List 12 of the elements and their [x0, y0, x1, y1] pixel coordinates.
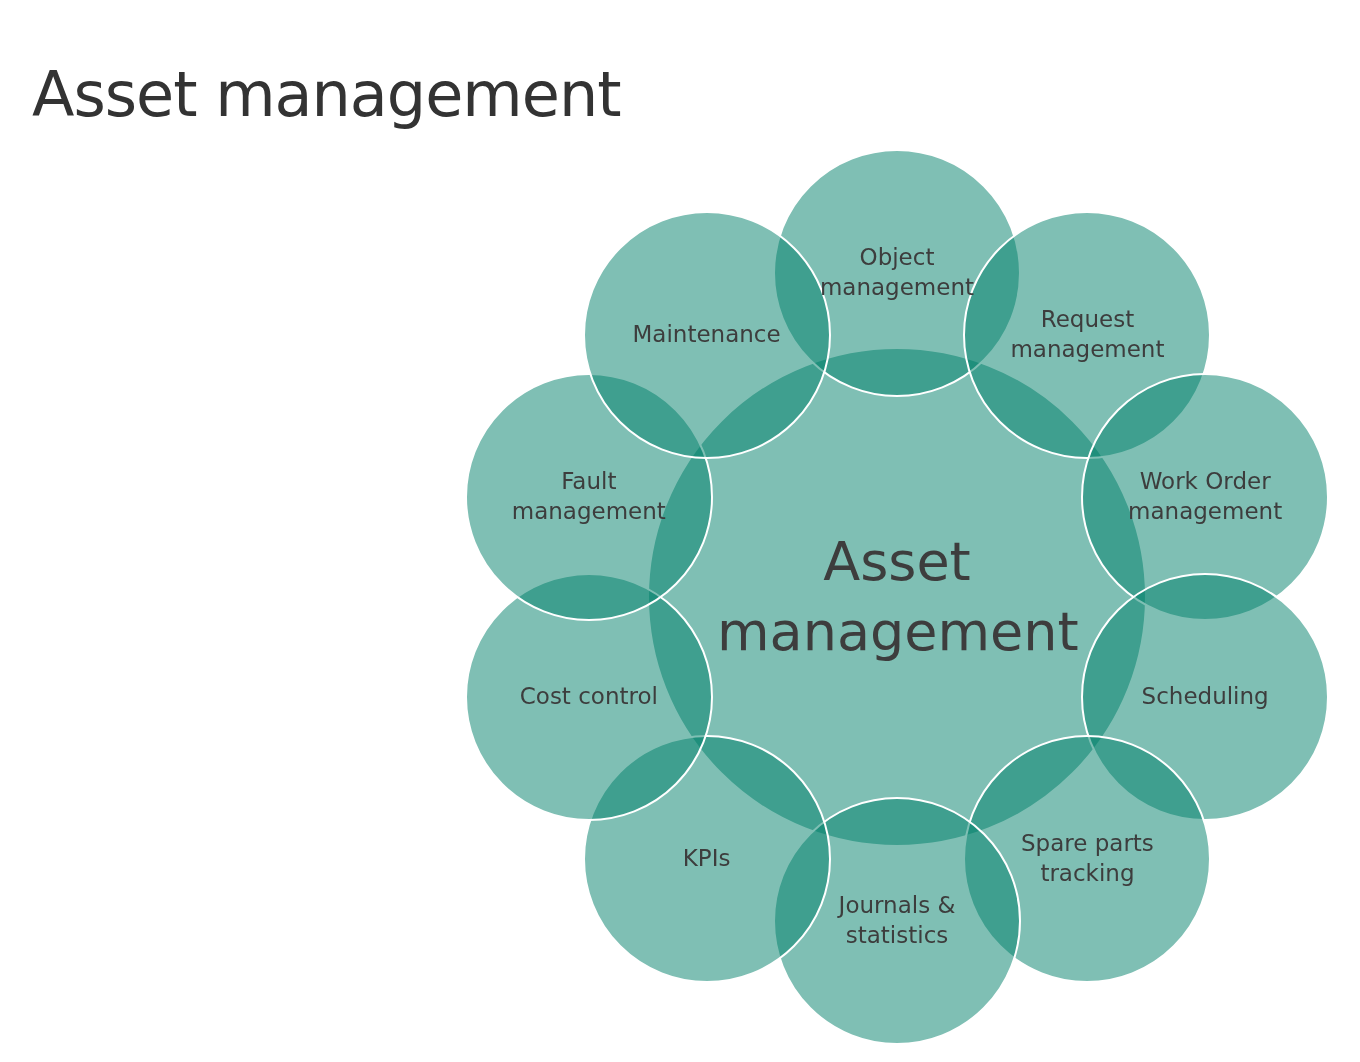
- circle-label: KPIs: [682, 844, 731, 874]
- page-title: Asset management: [32, 58, 621, 131]
- circle-label: Spare parts tracking: [1020, 829, 1155, 889]
- circle-label: Fault management: [510, 467, 667, 526]
- circle-label: Work Order management: [1127, 467, 1284, 526]
- circle-label: Cost control: [519, 682, 658, 712]
- circle-label: Scheduling: [1141, 682, 1269, 712]
- circle-label: Request management: [1009, 305, 1166, 364]
- circle-label: Maintenance: [632, 319, 781, 349]
- circle-label: Object management: [818, 243, 976, 302]
- circle-label: Journals & statistics: [836, 891, 957, 950]
- hub-label: Asset management: [717, 528, 1077, 665]
